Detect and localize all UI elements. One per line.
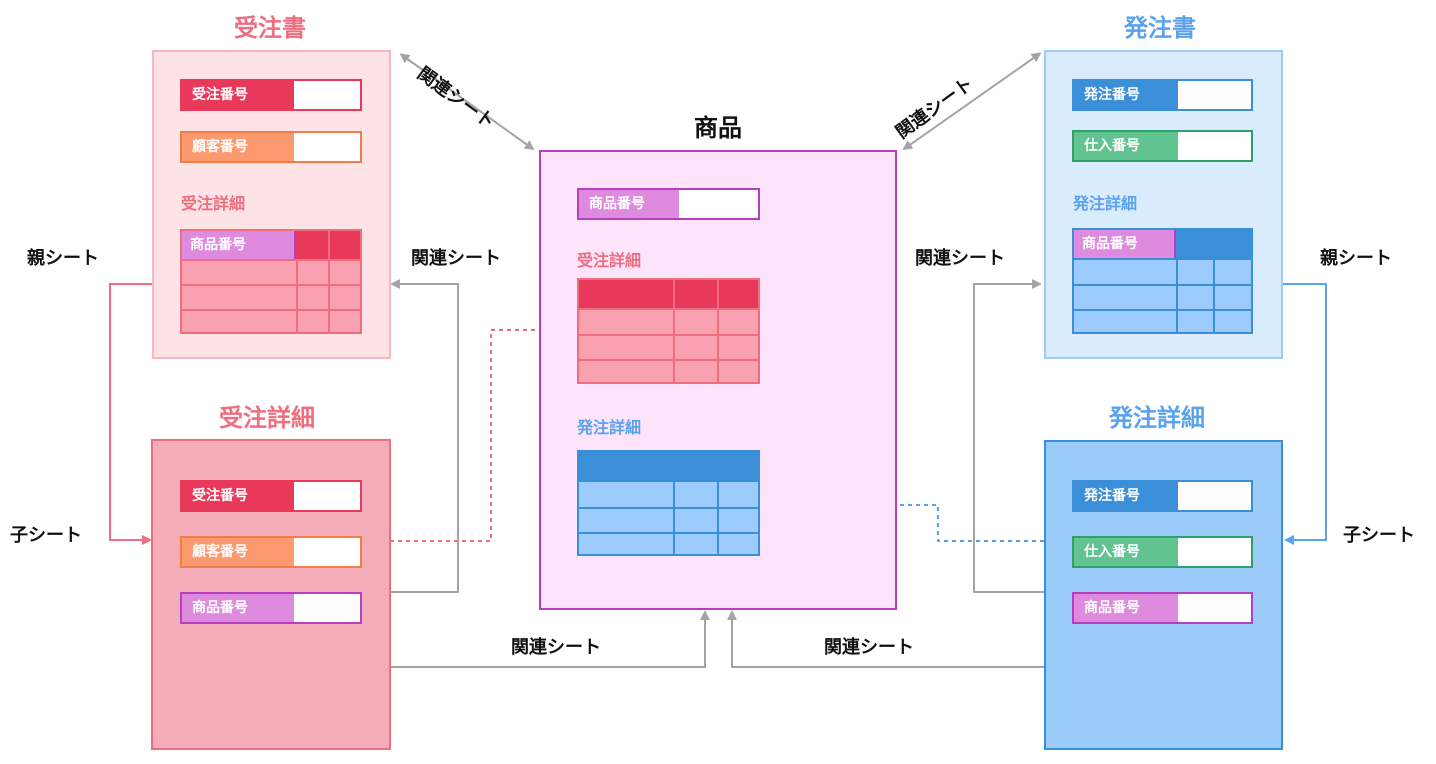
- purchase-number-field: 発注番号: [1072, 79, 1253, 111]
- related-label-bottom-left: 関連シート: [511, 637, 601, 658]
- grid-header-label: 商品番号: [190, 237, 246, 253]
- grid-divider: [717, 280, 719, 382]
- product-number-field: 商品番号: [180, 592, 362, 624]
- related-label-mid-left: 関連シート: [411, 248, 501, 269]
- grid-divider: [1074, 284, 1251, 286]
- child-label-right: 子シート: [1343, 525, 1415, 546]
- parent-label-right: 親シート: [1320, 248, 1392, 269]
- grid-divider: [296, 259, 298, 332]
- parent-label-left: 親シート: [27, 248, 99, 269]
- grid-divider: [673, 280, 675, 382]
- field-tag: 顧客番号: [182, 538, 294, 566]
- product-number-field: 商品番号: [1072, 592, 1253, 624]
- grid-divider: [673, 452, 675, 554]
- related-label-bottom-right: 関連シート: [824, 637, 914, 658]
- grid-divider: [717, 452, 719, 554]
- field-input: [294, 133, 360, 161]
- field-tag: 仕入番号: [1074, 538, 1178, 566]
- product-purchase-detail-grid: [577, 450, 760, 556]
- order-title: 受注書: [234, 14, 306, 42]
- purchase-title: 発注書: [1124, 14, 1196, 42]
- field-tag: 仕入番号: [1074, 132, 1178, 160]
- parent-child-arrow-left: [109, 283, 180, 545]
- order-number-field: 受注番号: [180, 480, 362, 512]
- grid-divider: [328, 231, 330, 332]
- related-arrow-mid-right: [973, 279, 1044, 593]
- grid-header-cell: [182, 231, 296, 259]
- order-detail-label: 受注詳細: [181, 194, 246, 213]
- grid-header-cell: [1074, 230, 1176, 258]
- field-input: [1178, 594, 1251, 622]
- product-purchase-detail-label: 発注詳細: [577, 418, 642, 437]
- grid-divider: [579, 359, 758, 361]
- customer-number-field: 顧客番号: [180, 131, 362, 163]
- purchase-number-field: 発注番号: [1072, 480, 1253, 512]
- grid-divider: [579, 334, 758, 336]
- field-input: [679, 190, 758, 218]
- field-input: [1178, 538, 1251, 566]
- field-input: [294, 81, 360, 109]
- related-arrow-bottom-right: [727, 610, 1044, 668]
- field-input: [294, 482, 360, 510]
- order-detail-title: 受注詳細: [219, 404, 315, 432]
- grid-divider: [182, 284, 360, 286]
- related-arrow-bottom-left: [390, 610, 710, 668]
- field-tag: 商品番号: [182, 594, 294, 622]
- order-detail-grid: 商品番号: [180, 229, 362, 334]
- child-label-left: 子シート: [10, 525, 82, 546]
- field-tag: 商品番号: [579, 190, 679, 218]
- field-tag: 商品番号: [1074, 594, 1178, 622]
- field-input: [1178, 482, 1251, 510]
- grid-divider: [1074, 309, 1251, 311]
- customer-number-field: 顧客番号: [180, 536, 362, 568]
- purchase-detail-title: 発注詳細: [1109, 404, 1205, 432]
- field-input: [1178, 132, 1251, 160]
- grid-header-row: [579, 452, 758, 482]
- supplier-number-field: 仕入番号: [1072, 130, 1253, 162]
- grid-divider: [579, 507, 758, 509]
- related-arrow-mid-left: [390, 279, 459, 593]
- order-number-field: 受注番号: [180, 79, 362, 111]
- product-title: 商品: [694, 114, 742, 142]
- related-arrow-top-right: [902, 52, 1042, 151]
- field-input: [294, 538, 360, 566]
- field-input: [294, 594, 360, 622]
- dotted-arrow-order-detail: [390, 325, 578, 542]
- field-tag: 受注番号: [182, 81, 294, 109]
- field-tag: 顧客番号: [182, 133, 294, 161]
- field-tag: 受注番号: [182, 482, 294, 510]
- supplier-number-field: 仕入番号: [1072, 536, 1253, 568]
- related-label-mid-right: 関連シート: [915, 248, 1005, 269]
- product-number-field: 商品番号: [577, 188, 760, 220]
- field-tag: 発注番号: [1074, 482, 1178, 510]
- field-input: [1178, 81, 1251, 109]
- grid-divider: [1176, 258, 1178, 332]
- field-tag: 発注番号: [1074, 81, 1178, 109]
- related-arrow-top-left: [399, 53, 535, 151]
- grid-divider: [1213, 230, 1215, 332]
- grid-divider: [1074, 258, 1251, 260]
- grid-divider: [182, 259, 360, 261]
- product-order-detail-grid: [577, 278, 760, 384]
- purchase-detail-grid: 商品番号: [1072, 228, 1253, 334]
- parent-child-arrow-right: [1252, 283, 1327, 545]
- grid-divider: [182, 309, 360, 311]
- grid-divider: [579, 308, 758, 310]
- dotted-arrow-purchase-detail: [760, 500, 1044, 542]
- grid-divider: [579, 532, 758, 534]
- grid-header-label: 商品番号: [1082, 236, 1138, 252]
- purchase-detail-label: 発注詳細: [1073, 194, 1138, 213]
- product-order-detail-label: 受注詳細: [577, 251, 642, 270]
- grid-header-row: [579, 280, 758, 308]
